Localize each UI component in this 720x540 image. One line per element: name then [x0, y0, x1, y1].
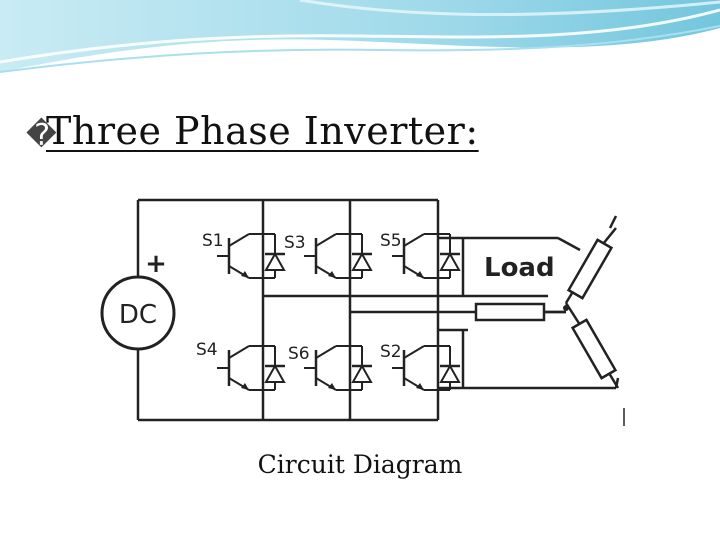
switch-s4 — [215, 344, 287, 392]
switch-s1 — [215, 232, 287, 280]
switch-label-s6: S6 — [288, 344, 310, 364]
switch-s2 — [390, 344, 462, 392]
dc-source-symbol — [100, 275, 176, 351]
switch-label-s1: S1 — [202, 231, 224, 251]
switch-label-s4: S4 — [196, 340, 218, 360]
switch-s6 — [302, 344, 374, 392]
slide-title: Three Phase Inverter: — [46, 109, 479, 153]
header-wave-decoration — [0, 0, 720, 73]
switch-label-s3: S3 — [284, 233, 306, 253]
load-label: Load — [484, 253, 555, 283]
diagram-caption: Circuit Diagram — [257, 450, 463, 479]
switch-label-s2: S2 — [380, 342, 402, 362]
inverter-circuit-diagram: DC + S1 S3 S5 S4 S6 S2 — [100, 198, 625, 426]
title-row: � Three Phase Inverter: — [26, 100, 479, 156]
dc-source-label: DC — [119, 300, 157, 330]
switch-s3 — [302, 232, 374, 280]
bullet-icon: � — [26, 118, 57, 153]
load-resistor-horizontal — [474, 302, 546, 322]
polarity-plus-label: + — [145, 249, 167, 279]
load-resistor-lower — [570, 318, 618, 380]
switch-label-s5: S5 — [380, 231, 402, 251]
switch-s5 — [390, 232, 462, 280]
